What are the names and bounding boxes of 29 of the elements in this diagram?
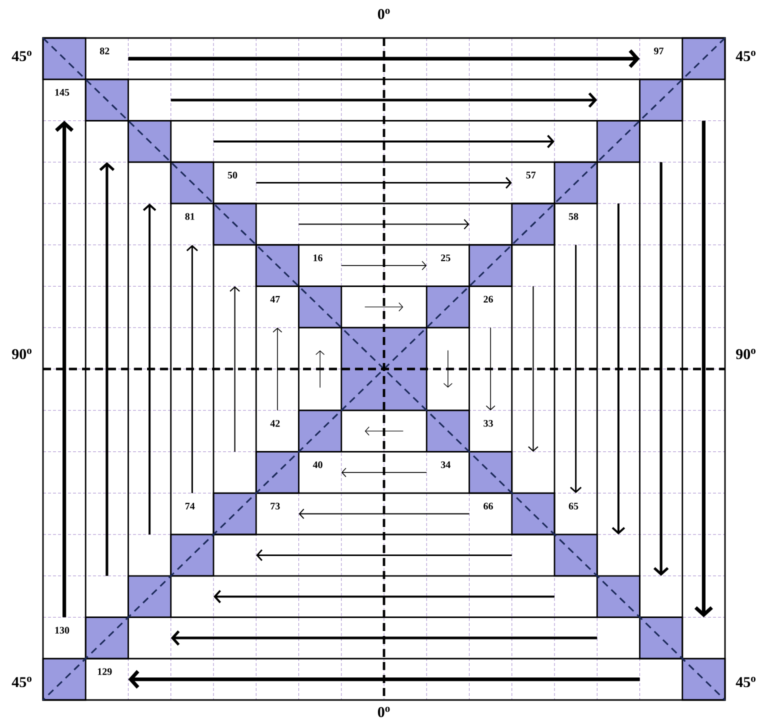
- cell-number: 73: [270, 502, 280, 510]
- angle-label: 0$^{o}$: [378, 706, 390, 718]
- angle-label: 90$^{o}$: [12, 348, 32, 360]
- cell-number: 50: [228, 172, 238, 178]
- cell-number: 40: [312, 461, 322, 468]
- cell-number: 58: [568, 213, 578, 220]
- cell-number: 16: [314, 254, 322, 262]
- angle-label: 45$^{o}$: [12, 676, 32, 688]
- cell-number: 130: [55, 626, 70, 634]
- cell-number: 65: [568, 502, 578, 510]
- cell-number: 97: [654, 48, 664, 54]
- cell-number: 145: [55, 89, 70, 96]
- cell-number: 42: [270, 420, 280, 427]
- cell-number: 33: [484, 420, 493, 427]
- angle-label: 45$^{o}$: [736, 676, 756, 688]
- cell-number: 82: [100, 48, 110, 54]
- angle-label: 0$^{o}$: [378, 8, 390, 20]
- cell-number: 47: [270, 296, 280, 303]
- cell-number: 74: [185, 502, 195, 510]
- cell-number: 34: [441, 461, 450, 468]
- angle-label: 45$^{o}$: [12, 50, 32, 62]
- cell-number: 25: [441, 254, 450, 262]
- angle-label: 90$^{o}$: [736, 348, 756, 360]
- cell-number: 57: [526, 172, 536, 178]
- cell-number: 81: [185, 213, 194, 220]
- angle-label: 45$^{o}$: [736, 50, 756, 62]
- cell-number: 66: [484, 502, 493, 510]
- cell-number: 26: [484, 296, 493, 303]
- cell-number: 129: [98, 668, 112, 675]
